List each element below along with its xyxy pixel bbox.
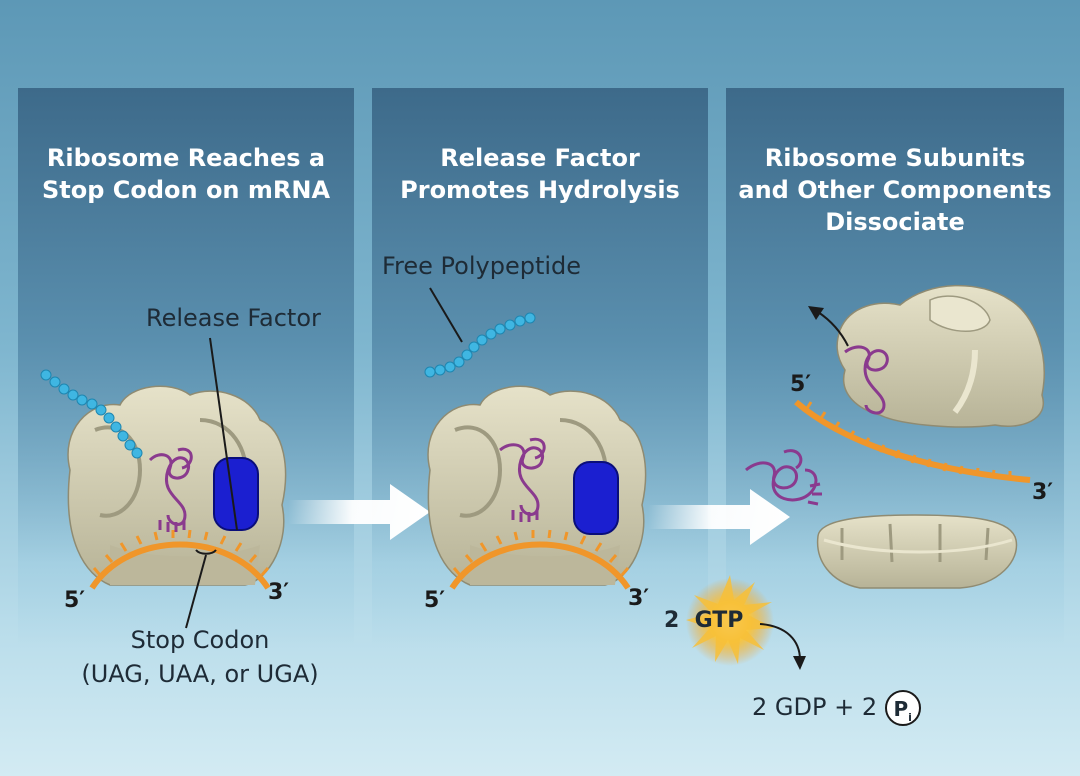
dissociation-arrowhead — [808, 306, 824, 320]
gdp-products-label: 2 GDP + 2 — [752, 693, 878, 721]
free-polypeptide-pointer — [429, 287, 463, 343]
trna-in-large-subunit — [844, 345, 889, 415]
panel-title: Ribosome Subunits and Other Components D… — [738, 144, 1052, 236]
five-prime-label-1: 5′ — [64, 588, 86, 613]
stop-codon-label: Stop Codon — [130, 626, 270, 654]
ribosome-2 — [427, 385, 647, 586]
mrna-2 — [449, 529, 631, 590]
free-polypeptide-label: Free Polypeptide — [382, 252, 582, 280]
gdp-pi-products: 2 GDP + 2 Pi — [752, 690, 921, 726]
phosphate-subscript: i — [908, 711, 912, 724]
trna-2 — [499, 437, 546, 522]
gtp-hydrolysis-arrowhead — [793, 656, 806, 670]
small-subunit — [816, 514, 1018, 589]
polypeptide-chain-1 — [40, 369, 143, 459]
mrna-1 — [89, 529, 271, 590]
step-arrow-1 — [288, 484, 430, 540]
release-factor-label: Release Factor — [146, 304, 321, 332]
gtp-label: 2 GTP — [664, 608, 744, 633]
large-subunit — [836, 284, 1045, 428]
three-prime-label-3: 3′ — [1032, 480, 1054, 505]
dissociation-arrow — [817, 311, 849, 347]
stop-codon-pointer — [185, 554, 207, 629]
gtp-hydrolysis-arrow — [759, 623, 801, 661]
stop-codon-bracket — [195, 549, 217, 555]
mrna-released — [794, 399, 1031, 483]
trna-1 — [148, 447, 193, 532]
phosphate-letter: P — [893, 697, 909, 721]
trna-released — [745, 449, 822, 506]
panel-title: Ribosome Reaches a Stop Codon on mRNA — [41, 144, 331, 204]
three-prime-label-2: 3′ — [628, 586, 650, 611]
release-factor-2 — [573, 461, 619, 535]
release-factor-pointer — [209, 337, 238, 531]
gtp-burst — [686, 575, 774, 666]
step-arrow-2 — [648, 489, 790, 545]
panel-title: Release Factor Promotes Hydrolysis — [400, 144, 680, 204]
five-prime-label-3: 5′ — [790, 372, 812, 397]
free-polypeptide-chain — [424, 312, 536, 378]
three-prime-label-1: 3′ — [268, 580, 290, 605]
phosphate-symbol: Pi — [884, 690, 921, 726]
stop-codon-detail-label: (UAG, UAA, or UGA) — [81, 660, 319, 688]
five-prime-label-2: 5′ — [424, 588, 446, 613]
